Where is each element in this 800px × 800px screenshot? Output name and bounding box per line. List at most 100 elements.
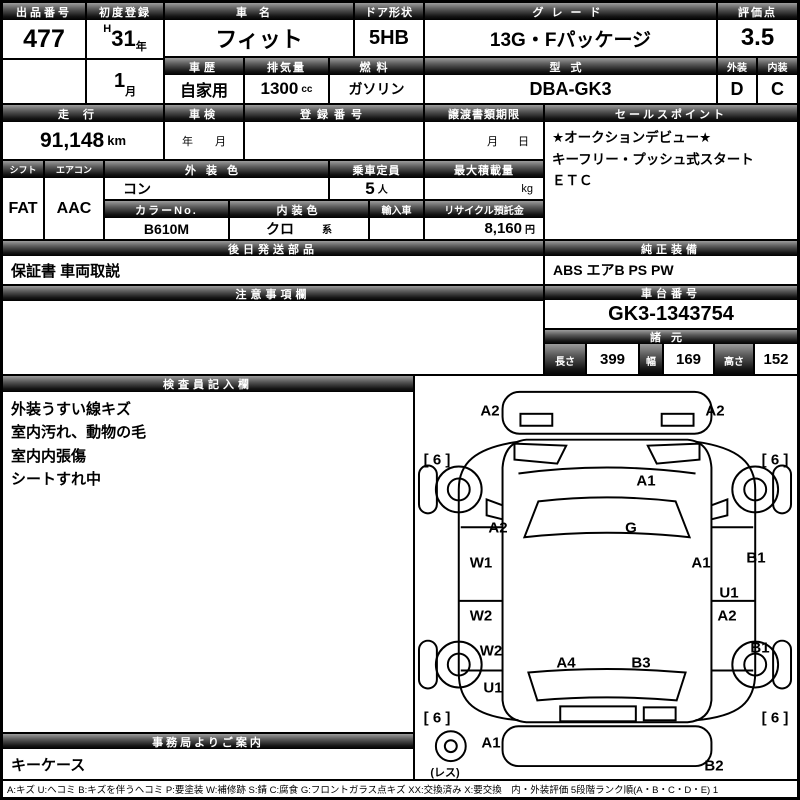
transfer-month-unit: 月 [487,135,498,148]
lot-number-header: 出品番号 [3,3,87,20]
aircon-value: AAC [45,178,105,241]
inspection-header: 車検 [165,105,245,122]
inspector-notes-lines-line: 外装うすい線キズ [11,401,132,418]
exterior-grade-header: 外装 [718,58,758,75]
grade-value: 13G・Fパッケージ [425,20,718,58]
interior-color-name: クロ [266,220,294,237]
year-unit: 年 [135,41,147,53]
recycle-deposit-header: リサイクル預託金 [425,201,545,218]
capacity-number: 5 [365,178,375,198]
model-code-header: 型式 [425,58,718,75]
damage-marker: [ 6 ] [761,709,789,727]
displacement-unit: cc [301,83,313,95]
office-notice-value: キーケース [3,749,415,781]
car-name-value: フィット [165,20,355,58]
reg-month: 1 [113,70,126,92]
damage-marker: W2 [479,642,503,660]
inspector-notes-lines: 外装うすい線キズ室内汚れ、動物の毛室内内張傷シートすれ中 [3,392,415,734]
score-value: 3.5 [718,20,797,58]
car-outline-svg [417,390,793,768]
aircon-header: エアコン [45,161,105,178]
exterior-grade-value: D [718,75,758,105]
door-shape-value: 5HB [355,20,425,58]
damage-marker: [ 6 ] [423,709,451,727]
inspector-notes-lines-line: シートすれ中 [11,470,102,488]
damage-marker: B3 [631,654,651,672]
spec-header: 諸元 [545,330,797,344]
interior-grade-value: C [758,75,797,105]
history-header: 車歴 [165,58,245,75]
interior-grade-header: 内装 [758,58,797,75]
registration-number-header: 登録番号 [245,105,425,122]
sales-points-header: セールスポイント [545,105,797,122]
damage-marker: A1 [481,734,501,752]
inspection-value: 年月 [165,122,245,161]
damage-marker: W2 [469,607,493,625]
exterior-color-header: 外装色 [105,161,330,178]
spec-length-value: 399 [587,344,640,376]
max-load-value: kg [425,178,545,201]
color-number-header: カラーNo. [105,201,230,218]
later-parts-header: 後日発送部品 [3,241,545,256]
damage-marker: B2 [704,757,724,775]
model-code-value: DBA-GK3 [425,75,718,105]
spec-height-value: 152 [755,344,797,376]
grade-header: グレード [425,3,718,20]
spec-width-label: 幅 [640,344,664,376]
damage-marker: A2 [480,402,500,420]
chassis-number-value: GK3-1343754 [545,300,797,330]
spec-width-value: 169 [664,344,715,376]
door-shape-header: ドア形状 [355,3,425,20]
exterior-color-value: コン [105,178,330,201]
transfer-day-unit: 日 [518,135,529,148]
inspection-month-unit: 月 [215,135,226,148]
inspection-year-unit: 年 [182,135,193,148]
damage-marker: A2 [705,402,725,420]
era-year: 31 [111,26,136,51]
mileage-unit: km [107,133,127,148]
car-name-header: 車名 [165,3,355,20]
inspector-notes-lines-line: 室内汚れ、動物の毛 [11,424,147,442]
damage-marker: [ 6 ] [423,451,451,469]
sales-points-lines-line: ＥＴＣ [552,173,593,189]
later-parts-value: 保証書 車両取説 [3,256,545,286]
spec-height-label: 高さ [715,344,755,376]
damage-marker: U1 [483,679,503,697]
import-car-value [370,218,425,241]
oem-equipment-header: 純正装備 [545,241,797,256]
damage-marker: A2 [488,519,508,537]
max-load-header: 最大積載量 [425,161,545,178]
damage-marker: A1 [691,554,711,572]
mileage-number: 91,148 [39,128,105,152]
interior-color-value: クロ 系 [230,218,370,241]
interior-color-suffix: 系 [322,225,332,236]
color-number-value: B610M [105,218,230,241]
inspector-notes-header: 検査員記入欄 [3,376,415,392]
sales-points-lines-line: キーフリー・プッシュ式スタート [552,151,754,167]
capacity-unit: 人 [377,185,388,196]
registration-number-value [245,122,425,161]
fuel-header: 燃料 [330,58,425,75]
lot-number-value: 477 [3,20,87,60]
damage-marker: B1 [746,549,766,567]
damage-marker: (レス) [430,767,460,779]
transfer-deadline-header: 譲渡書類期限 [425,105,545,122]
era-letter: H [103,23,112,35]
shift-value: FAT [3,178,45,241]
damage-marker: G [625,519,637,537]
damage-marker: A1 [636,472,656,490]
displacement-number: 1300 [260,79,299,98]
first-registration-header: 初度登録 [87,3,165,20]
month-unit: 月 [125,86,137,98]
displacement-header: 排気量 [245,58,330,75]
damage-marker: U1 [719,584,739,602]
damage-marker: W1 [469,554,493,572]
